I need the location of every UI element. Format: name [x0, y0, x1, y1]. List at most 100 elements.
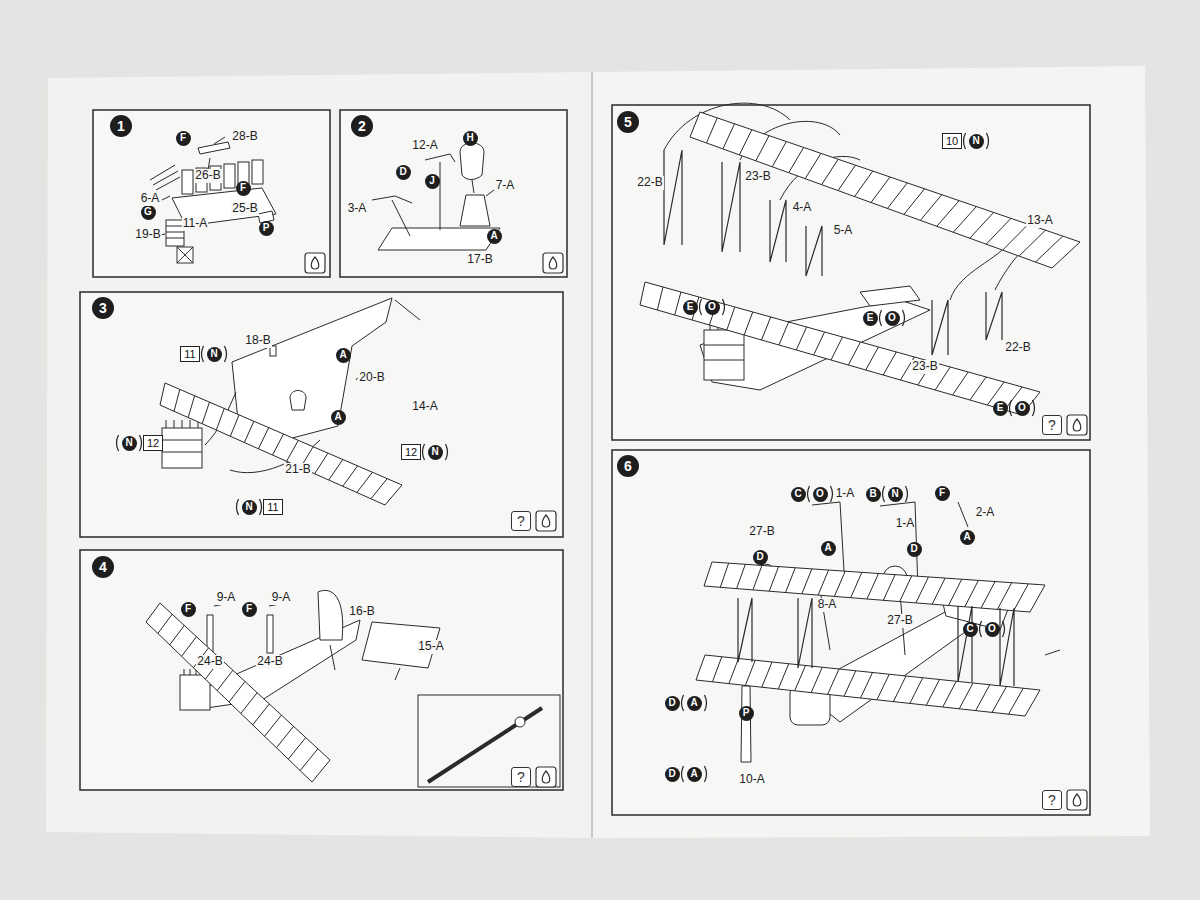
callout-text: D: [756, 552, 763, 562]
parenthesis-mark: [423, 444, 425, 460]
parenthesis-mark: [260, 499, 262, 515]
callout-text: A: [824, 543, 831, 553]
callout-text: A: [339, 350, 346, 360]
callout-text: N: [891, 489, 898, 499]
wing-rib: [848, 342, 860, 365]
callout-letter: O: [985, 622, 1000, 637]
engine-drawing: [160, 137, 225, 235]
parenthesis-mark: [1003, 621, 1005, 637]
parenthesis-mark: [1033, 400, 1035, 416]
wing-rib: [712, 657, 721, 682]
wing-rib: [786, 568, 796, 593]
wing-outline: [704, 562, 1045, 612]
no-glue-icon: [177, 247, 193, 263]
callout-number: 11: [263, 499, 282, 515]
callout-letter: A: [960, 530, 975, 545]
tail-drawing: [180, 675, 210, 710]
cockpit-drawing: [372, 143, 500, 250]
wing-outline: [146, 603, 330, 782]
callout-text: P: [263, 223, 270, 233]
step-number: 1: [110, 115, 132, 137]
engine-drawing: [182, 170, 193, 194]
step-panel: [612, 105, 1090, 440]
callout-number: 12: [143, 435, 163, 451]
wing-rib: [371, 479, 387, 499]
glue-icon: [305, 253, 325, 273]
callout-number: 12: [401, 444, 421, 460]
callout-letter: A: [487, 229, 502, 244]
glue-icon: [542, 515, 550, 527]
parenthesis-mark: [705, 766, 707, 782]
wing-rib: [802, 569, 812, 594]
callout-letter: D: [396, 165, 411, 180]
wing-rib: [158, 614, 172, 633]
wing-rib: [789, 147, 804, 172]
callout-letter: E: [683, 300, 698, 315]
glue-icon: [1073, 419, 1081, 431]
help-icon: ?: [511, 511, 531, 531]
wing-rib: [170, 625, 185, 644]
wing-rib: [706, 118, 717, 143]
glue-icon: [542, 771, 550, 783]
callout-text: A: [690, 769, 697, 779]
callout-text: ?: [517, 514, 525, 528]
part-number: 9-A: [216, 591, 237, 604]
callout-text: N: [125, 438, 132, 448]
no-glue-icon: [177, 247, 193, 263]
wing-assembly-drawing: [704, 330, 744, 380]
wing-rib: [276, 726, 293, 747]
parenthesis-mark: [808, 486, 810, 502]
strut-part: [770, 200, 786, 262]
cockpit-drawing: [392, 180, 494, 236]
wing-rib: [244, 421, 254, 442]
wing-rib: [953, 372, 969, 395]
help-icon: ?: [1042, 415, 1062, 435]
wing-rib: [795, 666, 806, 691]
callout-text: 5: [624, 115, 632, 129]
part-number: 5-A: [833, 224, 854, 237]
wing-outline: [690, 112, 1080, 268]
callout-letter: F: [181, 602, 196, 617]
wing-rib: [1014, 584, 1029, 611]
strut-part: [932, 300, 948, 355]
wing-rib: [772, 142, 786, 167]
part-number: 24-B: [196, 655, 223, 668]
callout-text: E: [997, 403, 1004, 413]
callout-text: 11: [184, 349, 195, 360]
callout-letter: F: [242, 602, 257, 617]
part-number: 6-A: [140, 192, 161, 205]
wing-rib: [851, 572, 862, 597]
wing-rib: [229, 682, 245, 703]
part-number: 22-B: [636, 176, 663, 189]
wing-rib: [315, 453, 328, 474]
callout-text: C: [966, 624, 973, 634]
wing-rib: [273, 434, 284, 455]
parenthesis-mark: [446, 444, 448, 460]
callout-text: ?: [1048, 793, 1056, 807]
parenthesis-mark: [237, 499, 239, 515]
wing-rib: [675, 292, 681, 315]
wing-rib: [916, 577, 929, 603]
engine-drawing: [150, 165, 180, 190]
part-number: 1-A: [835, 487, 856, 500]
step-number: 3: [92, 297, 114, 319]
callout-text: 6: [624, 459, 632, 473]
wing-rib: [202, 402, 209, 424]
wing-rib: [811, 667, 822, 692]
wing-rib: [727, 307, 735, 330]
cockpit-drawing: [460, 195, 490, 226]
part-number: 2-A: [975, 506, 996, 519]
callout-letter: D: [753, 550, 768, 565]
callout-text: G: [144, 207, 152, 217]
callout-text: ?: [1048, 418, 1056, 432]
wing-rib: [805, 153, 821, 178]
wing-rib: [970, 377, 986, 400]
wing-rib: [871, 177, 890, 203]
callout-letter: N: [428, 445, 443, 460]
callout-letter: J: [425, 174, 440, 189]
wing-rib: [981, 582, 995, 609]
callout-text: J: [429, 176, 435, 186]
cockpit-drawing: [378, 228, 500, 250]
